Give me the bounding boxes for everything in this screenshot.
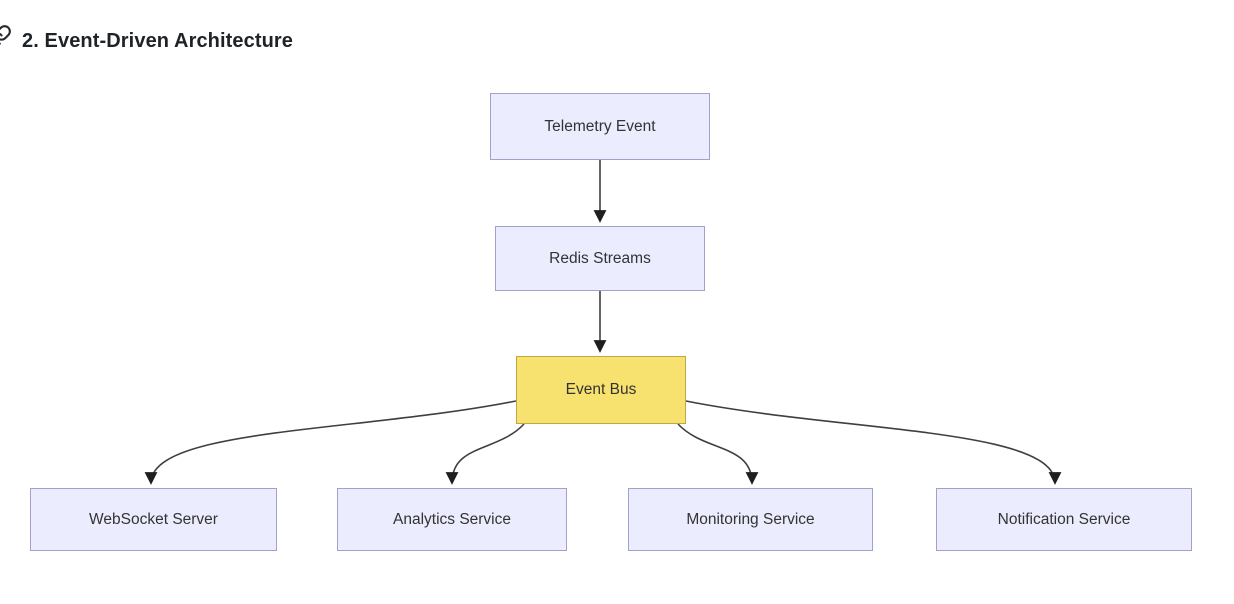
node-websocket-server: WebSocket Server	[30, 488, 277, 551]
section-title: 2. Event-Driven Architecture	[22, 30, 294, 52]
node-telemetry-event: Telemetry Event	[490, 93, 710, 160]
link-icon[interactable]	[0, 24, 12, 49]
node-event-bus: Event Bus	[516, 356, 686, 424]
node-monitoring-service: Monitoring Service	[628, 488, 873, 551]
node-redis-streams: Redis Streams	[495, 226, 705, 291]
edge-eventbus-to-analytics	[445, 423, 525, 485]
node-notification-service: Notification Service	[936, 488, 1192, 551]
edge-eventbus-to-websocket	[144, 400, 517, 485]
node-analytics-service: Analytics Service	[337, 488, 567, 551]
edge-eventbus-to-monitoring	[677, 423, 759, 485]
edge-eventbus-to-notification	[685, 400, 1062, 485]
section-heading-row: 2. Event-Driven Architecture	[0, 0, 1234, 60]
